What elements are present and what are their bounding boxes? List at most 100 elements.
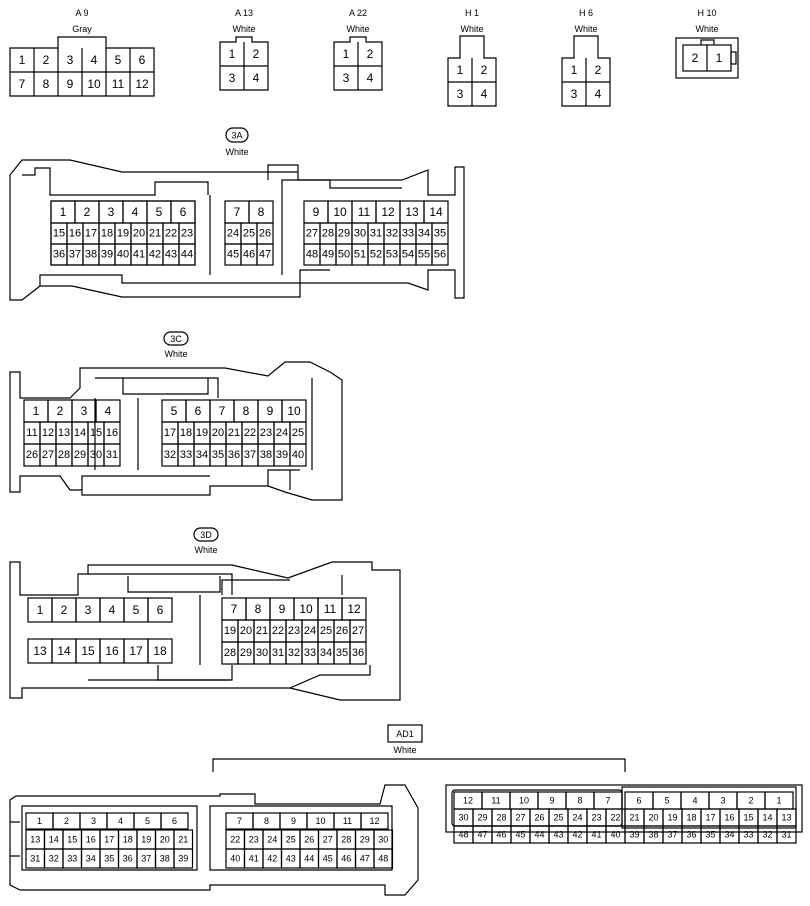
pin-c3c-30: 30: [90, 449, 102, 461]
pin-c3a-30: 30: [354, 228, 366, 240]
connector-h6-name: H 6: [579, 8, 593, 18]
pin-ad1-r-48: 48: [458, 830, 468, 840]
pin-c3c-39: 39: [276, 449, 288, 461]
pin-c3a-44: 44: [181, 249, 193, 261]
pin-ad1-27: 27: [323, 835, 333, 845]
pin-c3a-12: 12: [381, 205, 395, 219]
pin-c3a-39: 39: [101, 249, 113, 261]
pin-c3c-25: 25: [292, 427, 304, 439]
pin-c3c-31: 31: [106, 449, 118, 461]
connector-a22-name: A 22: [349, 8, 367, 18]
pin-a22-2: 2: [367, 47, 374, 61]
pin-c3a-2: 2: [84, 205, 91, 219]
pin-c3d-22: 22: [272, 625, 284, 637]
pin-ad1-r-33: 33: [743, 830, 753, 840]
pin-c3a-35: 35: [434, 228, 446, 240]
pin-ad1-2: 2: [64, 816, 69, 826]
pin-c3a-43: 43: [165, 249, 177, 261]
pin-ad1-12: 12: [369, 816, 379, 826]
pin-c3d-11: 11: [324, 602, 337, 616]
pin-c3d-28: 28: [224, 647, 236, 659]
pin-a9-9: 9: [67, 77, 74, 91]
pin-ad1-35: 35: [104, 854, 114, 864]
pin-c3a-48: 48: [306, 249, 318, 261]
pin-ad1-22: 22: [230, 835, 240, 845]
pin-ad1-36: 36: [123, 854, 133, 864]
pin-ad1-r-6: 6: [636, 796, 641, 806]
pin-ad1-r-41: 41: [591, 830, 601, 840]
pin-ad1-44: 44: [304, 854, 314, 864]
pin-c3c-18: 18: [180, 427, 192, 439]
pin-h1-3: 3: [457, 87, 464, 101]
pin-c3d-12: 12: [347, 602, 361, 616]
pin-c3a-24: 24: [227, 228, 239, 240]
pin-c3d-23: 23: [288, 625, 300, 637]
pin-c3d-20: 20: [240, 625, 252, 637]
connector-a9-name: A 9: [75, 8, 88, 18]
pin-c3a-29: 29: [338, 228, 350, 240]
pin-ad1-r-39: 39: [629, 830, 639, 840]
pin-ad1-9: 9: [291, 816, 296, 826]
pin-c3c-28: 28: [58, 449, 70, 461]
pin-ad1-r-17: 17: [705, 813, 715, 823]
pin-c3d-7: 7: [231, 602, 238, 616]
pin-c3a-14: 14: [429, 205, 443, 219]
pin-ad1-46: 46: [341, 854, 351, 864]
pin-a22-1: 1: [343, 47, 350, 61]
pin-c3d-29: 29: [240, 647, 252, 659]
pin-c3c-4: 4: [105, 404, 112, 418]
pin-c3c-11: 11: [26, 427, 37, 439]
pin-ad1-26: 26: [304, 835, 314, 845]
pin-ad1-45: 45: [323, 854, 333, 864]
pin-ad1-r-34: 34: [724, 830, 734, 840]
connector-h10-name: H 10: [697, 8, 716, 18]
pin-ad1-42: 42: [267, 854, 277, 864]
pin-ad1-r-7: 7: [605, 796, 610, 806]
connector-h1-name: H 1: [465, 8, 479, 18]
pin-ad1-41: 41: [249, 854, 259, 864]
pin-h6-1: 1: [571, 63, 578, 77]
pin-ad1-29: 29: [360, 835, 370, 845]
pin-ad1-r-28: 28: [496, 813, 506, 823]
c3c-cell: [103, 443, 121, 467]
connector-h6-color: White: [574, 24, 597, 34]
connector-h1-color: White: [460, 24, 483, 34]
pin-c3c-1: 1: [33, 404, 40, 418]
pin-c3a-17: 17: [85, 228, 97, 240]
pin-ad1-3: 3: [91, 816, 96, 826]
pin-c3d-13: 13: [33, 644, 47, 658]
pin-ad1-r-24: 24: [572, 813, 582, 823]
pin-c3a-32: 32: [386, 228, 398, 240]
pin-c3a-1: 1: [60, 205, 67, 219]
pin-c3d-34: 34: [320, 647, 332, 659]
pin-ad1-33: 33: [67, 854, 77, 864]
connector-a22-color: White: [346, 24, 369, 34]
pin-h10-2: 2: [692, 51, 699, 65]
pin-c3a-54: 54: [402, 249, 414, 261]
pin-ad1-18: 18: [123, 835, 133, 845]
pin-c3a-15: 15: [53, 228, 65, 240]
pin-ad1-19: 19: [141, 835, 151, 845]
pin-ad1-r-1: 1: [776, 796, 781, 806]
connector-ad1-color: White: [393, 745, 416, 755]
pin-c3a-42: 42: [149, 249, 161, 261]
connector-a9-color: Gray: [72, 24, 92, 34]
pin-c3c-9: 9: [267, 404, 274, 418]
pin-c3a-47: 47: [259, 249, 271, 261]
pin-ad1-r-5: 5: [664, 796, 669, 806]
pin-ad1-r-47: 47: [477, 830, 487, 840]
pin-c3d-26: 26: [336, 625, 348, 637]
pin-c3a-22: 22: [165, 228, 177, 240]
pin-c3d-4: 4: [109, 603, 116, 617]
pin-c3a-26: 26: [259, 228, 271, 240]
pin-ad1-r-19: 19: [667, 813, 677, 823]
pin-c3c-21: 21: [228, 427, 240, 439]
